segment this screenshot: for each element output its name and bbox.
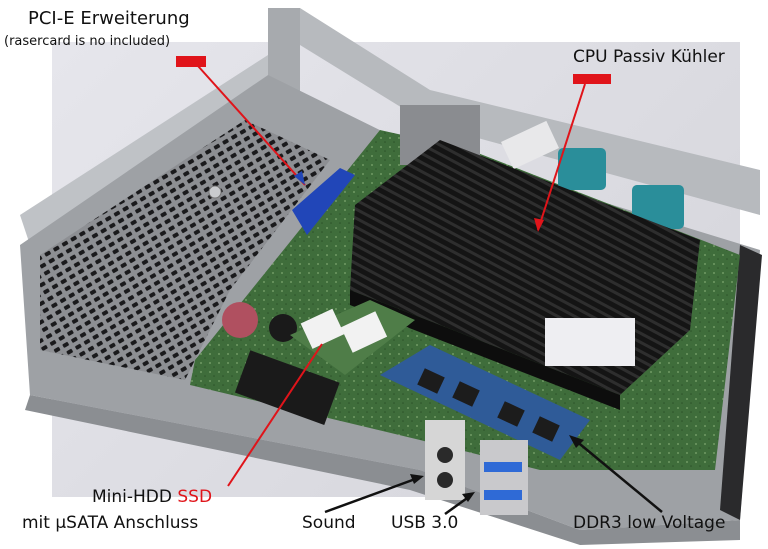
- pcie-arrow: [197, 65, 306, 186]
- ddr3-label: DDR3 low Voltage: [573, 513, 726, 533]
- ssd-arrow: [227, 343, 323, 487]
- perforated-floor: [40, 120, 330, 380]
- cpu-cooler-label: CPU Passiv Kühler: [573, 47, 725, 67]
- mini-hdd-label: Mini-HDD SSD: [92, 489, 212, 506]
- usata-label: mit µSATA Anschluss: [22, 513, 199, 533]
- audio-jack-2: [437, 472, 453, 488]
- pin-header: [234, 350, 340, 426]
- serial-port-1: [558, 148, 606, 190]
- ssd-label-1: [300, 308, 345, 349]
- sound-arrow: [324, 476, 419, 514]
- standoff: [208, 185, 222, 199]
- pcie-slot: [292, 168, 355, 235]
- pcie-label: PCI-E Erweiterung: [28, 8, 190, 29]
- usb-port-2: [484, 490, 522, 500]
- ddr-arrow: [574, 439, 663, 513]
- mini-hdd-prefix: Mini-HDD: [92, 487, 178, 507]
- usb3-block: [480, 440, 528, 515]
- cpu-arrow: [537, 83, 586, 231]
- sticker: [501, 120, 559, 170]
- cmos-battery: [222, 302, 258, 338]
- audio-jack-1: [437, 447, 453, 463]
- heatsink-label-sticker: [545, 318, 635, 366]
- pcie-red-marker: [176, 56, 206, 67]
- ssd-label-2: [340, 311, 388, 353]
- buzzer: [269, 314, 297, 342]
- pcie-sublabel: (rasercard is no included): [4, 34, 171, 49]
- cpu-red-marker: [573, 74, 611, 84]
- usb-port-1: [484, 462, 522, 472]
- sound-label: Sound: [302, 513, 356, 533]
- usb-label: USB 3.0: [391, 513, 459, 533]
- serial-port-2: [632, 185, 684, 229]
- ssd-highlight: SSD: [177, 487, 213, 507]
